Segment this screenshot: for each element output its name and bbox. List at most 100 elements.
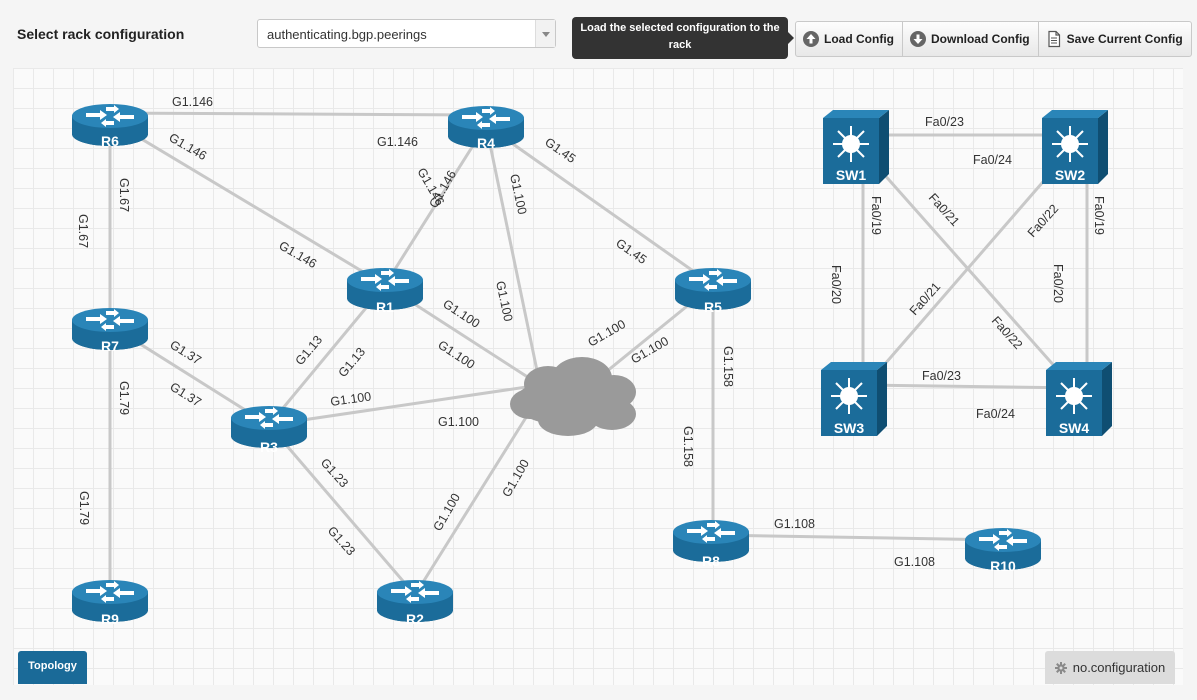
link-label: Fa0/24 <box>976 407 1015 421</box>
download-config-label: Download Config <box>930 32 1030 46</box>
link-label: G1.45 <box>613 236 649 267</box>
link-label: G1.146 <box>172 95 213 109</box>
router-label: R3 <box>260 439 278 455</box>
link-label: Fa0/20 <box>1051 264 1065 303</box>
link-label: G1.100 <box>507 173 529 216</box>
save-current-config-label: Save Current Config <box>1066 32 1183 46</box>
router-R9[interactable]: R9 <box>72 580 148 627</box>
router-label: R10 <box>990 558 1016 574</box>
link-label: G1.100 <box>329 389 372 409</box>
switch-label: SW3 <box>834 420 865 436</box>
switch-SW4[interactable]: SW4 <box>1045 361 1113 437</box>
link-label: G1.23 <box>325 524 358 559</box>
link-label: G1.100 <box>438 415 479 429</box>
arrow-up-circle-icon <box>803 31 819 47</box>
link-label: G1.79 <box>77 491 91 525</box>
router-R4[interactable]: R4 <box>448 106 524 151</box>
link-label: Fa0/21 <box>926 191 962 229</box>
link-label: G1.100 <box>435 338 477 372</box>
link-label: G1.158 <box>681 426 695 467</box>
link-r6-r1[interactable] <box>109 118 386 287</box>
link-r4-r1[interactable] <box>383 124 488 286</box>
link-label: G1.100 <box>493 280 515 323</box>
config-select[interactable]: authenticating.bgp.peerings <box>257 19 556 48</box>
link-r4-cloud[interactable] <box>484 124 542 386</box>
config-select-value: authenticating.bgp.peerings <box>267 27 427 42</box>
cloud-icon[interactable] <box>510 357 636 436</box>
load-config-tooltip: Load the selected configuration to the r… <box>572 17 794 59</box>
link-r1-r3[interactable] <box>267 284 387 426</box>
arrow-down-circle-icon <box>909 31 926 47</box>
link-label: Fa0/24 <box>973 153 1012 167</box>
router-label: R9 <box>101 611 119 627</box>
switch-label: SW1 <box>836 167 867 183</box>
link-sw1-sw4[interactable] <box>856 144 1082 396</box>
link-label: G1.100 <box>629 334 672 367</box>
link-label: G1.108 <box>894 555 935 569</box>
link-r8-r10[interactable] <box>712 533 1004 542</box>
router-R3[interactable]: R3 <box>231 406 307 455</box>
tab-topology[interactable]: Topology <box>18 651 87 684</box>
router-R1[interactable]: R1 <box>347 268 423 315</box>
load-config-button[interactable]: Load Config <box>796 22 903 56</box>
link-label: G1.23 <box>318 456 351 491</box>
router-R10[interactable]: R10 <box>965 528 1041 574</box>
config-toolbar: Load Config Download Config Save Current… <box>795 21 1192 57</box>
link-label: G1.67 <box>76 214 90 248</box>
router-label: R4 <box>477 135 495 151</box>
save-current-config-button[interactable]: Save Current Config <box>1039 22 1191 56</box>
links <box>108 111 1089 596</box>
link-label: G1.100 <box>499 457 532 500</box>
link-label: Fa0/22 <box>989 314 1025 352</box>
link-r2-cloud[interactable] <box>413 394 542 596</box>
configuration-status-label: no.configuration <box>1072 660 1166 675</box>
router-label: R5 <box>704 299 722 315</box>
router-R8[interactable]: R8 <box>673 520 749 569</box>
link-sw3-sw4[interactable] <box>857 383 1081 390</box>
link-r3-cloud[interactable] <box>268 383 541 427</box>
router-R6[interactable]: R6 <box>72 104 148 149</box>
router-label: R1 <box>376 299 394 315</box>
switch-label: SW2 <box>1055 167 1086 183</box>
link-label: Fa0/21 <box>907 280 943 318</box>
link-labels: G1.146 G1.146 G1.146 G1.146 G1.67 G1.67 … <box>76 95 1106 569</box>
link-label: Fa0/23 <box>925 115 964 129</box>
link-label: G1.108 <box>774 517 815 531</box>
link-label: Fa0/19 <box>869 196 883 235</box>
link-label: G1.67 <box>117 178 131 212</box>
link-label: G1.37 <box>167 380 203 410</box>
link-label: G1.146 <box>377 135 418 149</box>
download-config-button[interactable]: Download Config <box>903 22 1039 56</box>
router-label: R8 <box>702 553 720 569</box>
router-R5[interactable]: R5 <box>675 268 751 315</box>
gear-icon <box>1054 661 1067 674</box>
router-label: R2 <box>406 611 424 627</box>
link-r4-r5[interactable] <box>485 123 714 287</box>
link-label: G1.146 <box>277 238 320 271</box>
configuration-status[interactable]: no.configuration <box>1045 651 1175 684</box>
switch-SW3[interactable]: SW3 <box>820 361 888 437</box>
router-R7[interactable]: R7 <box>72 308 148 354</box>
switch-label: SW4 <box>1059 420 1090 436</box>
router-label: R6 <box>101 133 119 149</box>
router-label: R7 <box>101 338 119 354</box>
link-label: G1.158 <box>721 346 735 387</box>
link-r6-r4[interactable] <box>109 111 487 117</box>
link-label: G1.100 <box>586 317 629 350</box>
link-sw2-sw3[interactable] <box>856 144 1077 396</box>
router-R2[interactable]: R2 <box>377 580 453 627</box>
link-label: Fa0/20 <box>829 265 843 304</box>
link-label: Fa0/19 <box>1092 196 1106 235</box>
load-config-label: Load Config <box>824 32 894 46</box>
chevron-down-icon[interactable] <box>535 20 555 47</box>
switch-SW1[interactable]: SW1 <box>822 109 890 185</box>
page-title: Select rack configuration <box>17 26 185 42</box>
link-label: G1.79 <box>117 381 131 415</box>
link-label: Fa0/22 <box>1025 202 1061 240</box>
switch-SW2[interactable]: SW2 <box>1041 109 1109 185</box>
link-label: G1.13 <box>336 345 369 380</box>
link-r3-r2[interactable] <box>267 424 417 596</box>
link-label: G1.45 <box>542 135 578 166</box>
